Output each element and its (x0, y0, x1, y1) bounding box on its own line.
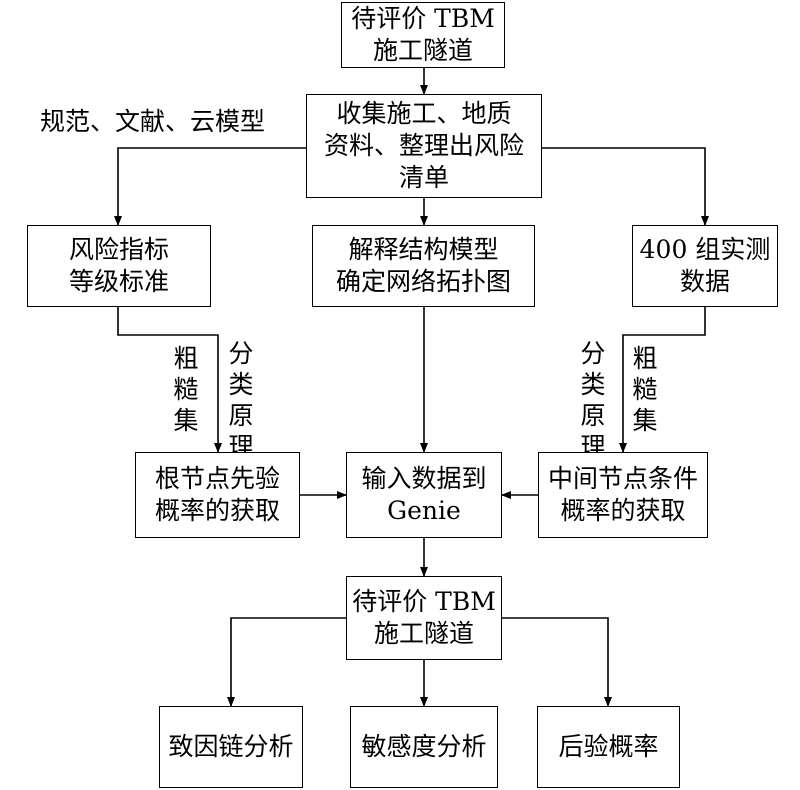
risk-standard-line2: 等级标准 (68, 267, 169, 296)
mid-conditional-box: 中间节点条件 概率的获取 (538, 452, 708, 538)
root-prior-box: 根节点先验 概率的获取 (135, 452, 300, 538)
arrow-risk-standard-to-root-prob (117, 307, 222, 453)
measured-line2: 数据 (679, 267, 730, 296)
genie-line1: 输入数据到 (361, 464, 487, 493)
root-prior-line2: 概率的获取 (154, 496, 280, 525)
collect-line3: 清单 (398, 163, 449, 192)
risk-standard-box: 风险指标 等级标准 (27, 225, 211, 307)
tunnel-bottom-line2: 施工隧道 (373, 619, 474, 648)
mid-conditional-line1: 中间节点条件 (547, 464, 698, 493)
tunnel-bottom-box: 待评价 TBM 施工隧道 (346, 576, 502, 660)
arrow-collect-to-measured (542, 147, 709, 226)
ism-box: 解释结构模型 确定网络拓扑图 (312, 225, 535, 307)
causal-chain-box: 致因链分析 (159, 706, 303, 788)
classify-left-label: 分类原理 (228, 339, 254, 461)
rough-set-left-label: 粗糙集 (173, 344, 199, 435)
posterior-box: 后验概率 (537, 706, 680, 788)
genie-input-box: 输入数据到 Genie (346, 452, 502, 538)
arrow-tunnel-to-causal (227, 617, 346, 707)
measured-line1: 400 组实测 (639, 235, 771, 264)
arrow-measured-to-mid-prob (619, 307, 706, 453)
arrow-tunnel-to-posterior (502, 617, 612, 707)
sensitivity-box: 敏感度分析 (350, 706, 498, 788)
tunnel-bottom-line1: 待评价 TBM (352, 587, 496, 616)
classify-right-label: 分类原理 (580, 339, 606, 461)
causal-chain-label: 致因链分析 (168, 732, 294, 761)
mid-conditional-line2: 概率的获取 (560, 496, 686, 525)
tunnel-top-line1: 待评价 TBM (351, 4, 495, 33)
tunnel-top-box: 待评价 TBM 施工隧道 (341, 2, 505, 68)
sources-label: 规范、文献、云模型 (40, 107, 266, 136)
genie-line2: Genie (387, 496, 461, 525)
collect-line1: 收集施工、地质 (336, 99, 512, 128)
sensitivity-label: 敏感度分析 (361, 732, 487, 761)
collect-box: 收集施工、地质 资料、整理出风险 清单 (306, 94, 542, 198)
risk-standard-line1: 风险指标 (68, 235, 169, 264)
rough-set-right-label: 粗糙集 (632, 344, 658, 435)
collect-line2: 资料、整理出风险 (323, 131, 524, 160)
tunnel-top-line2: 施工隧道 (372, 36, 473, 65)
ism-line2: 确定网络拓扑图 (335, 267, 511, 296)
arrow-collect-to-risk-standard (114, 147, 306, 226)
measured-data-box: 400 组实测 数据 (632, 225, 778, 307)
posterior-label: 后验概率 (558, 732, 659, 761)
ism-line1: 解释结构模型 (348, 235, 499, 264)
root-prior-line1: 根节点先验 (154, 464, 280, 493)
